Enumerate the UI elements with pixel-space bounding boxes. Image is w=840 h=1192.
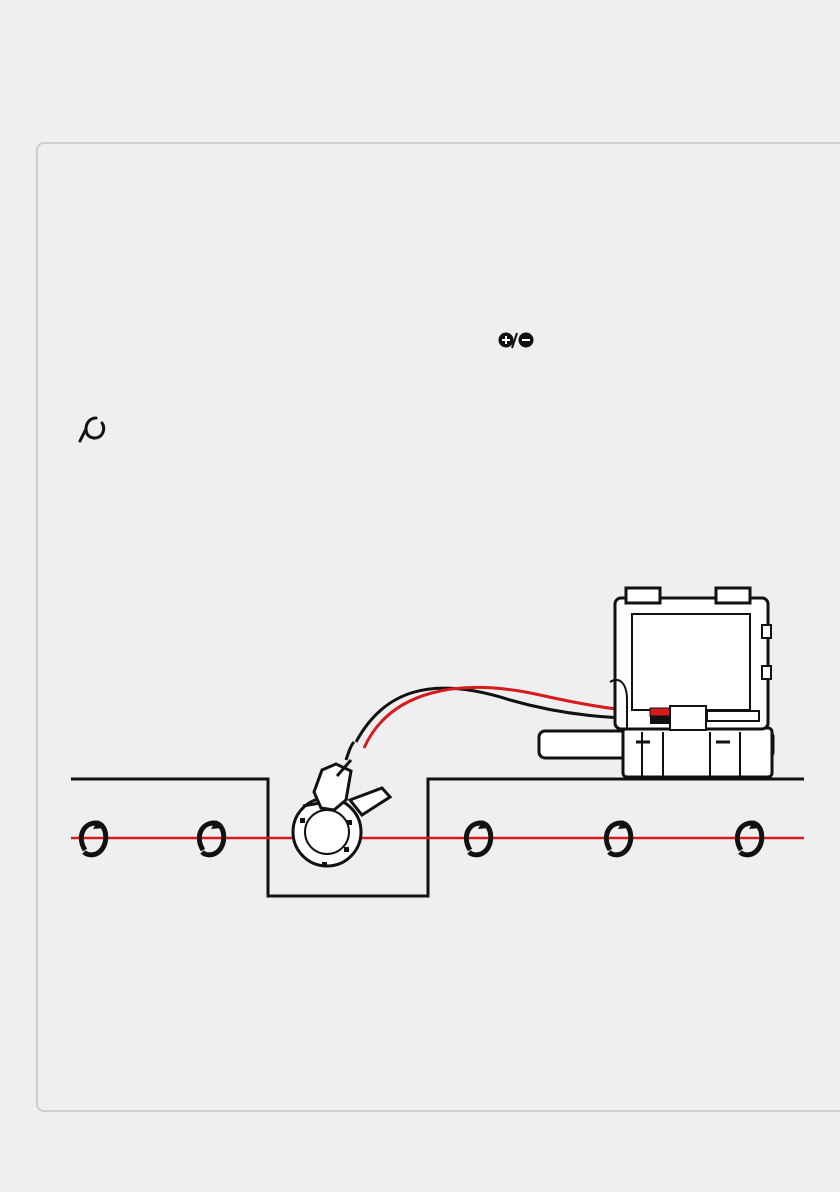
- clamp-symbol-icon: [80, 418, 104, 441]
- current-clamp: [293, 742, 390, 867]
- plus-minus-polarity-icon: [499, 333, 534, 349]
- measurement-instrument-case: [539, 588, 773, 777]
